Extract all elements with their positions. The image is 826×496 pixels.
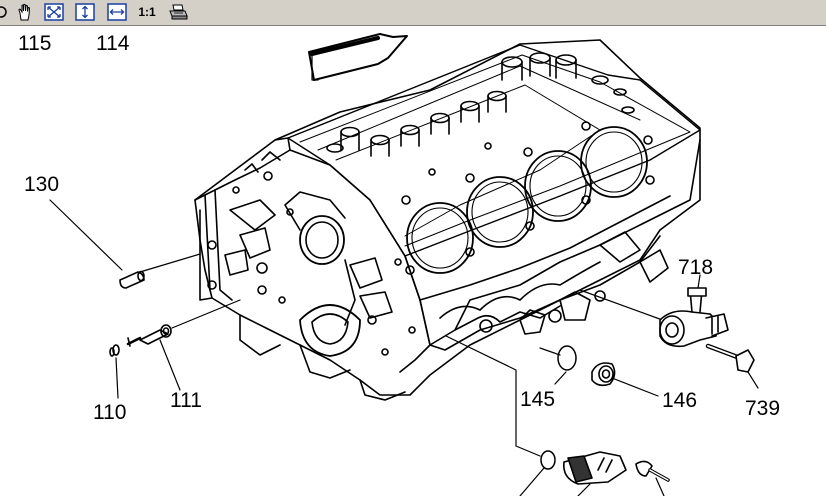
callout-115: 115 [18, 32, 52, 55]
fit-height-button[interactable] [73, 2, 97, 22]
callout-114: 114 [96, 32, 130, 55]
partial-tool-button[interactable] [0, 2, 8, 22]
printer-icon [169, 4, 188, 20]
fit-window-icon [44, 3, 64, 21]
pan-hand-button[interactable] [14, 2, 36, 22]
fit-width-button[interactable] [105, 2, 129, 22]
callout-145: 145 [520, 388, 556, 411]
actual-size-button[interactable]: 1:1 [138, 5, 156, 19]
hand-icon [18, 3, 31, 21]
print-button[interactable] [166, 2, 190, 22]
fit-height-icon [75, 3, 95, 21]
callout-110: 110 [93, 401, 127, 424]
callout-130: 130 [24, 173, 60, 196]
engine-block-illustration [49, 33, 759, 496]
fit-window-button[interactable] [42, 2, 66, 22]
callout-146: 146 [662, 389, 698, 412]
callout-739: 739 [745, 397, 781, 420]
diagram-canvas[interactable]: 115 114 130 718 111 110 145 146 739 [0, 26, 826, 496]
fit-width-icon [107, 3, 127, 21]
toolbar: 1:1 [0, 0, 826, 26]
callout-718: 718 [678, 256, 714, 279]
callout-111: 111 [170, 389, 202, 412]
